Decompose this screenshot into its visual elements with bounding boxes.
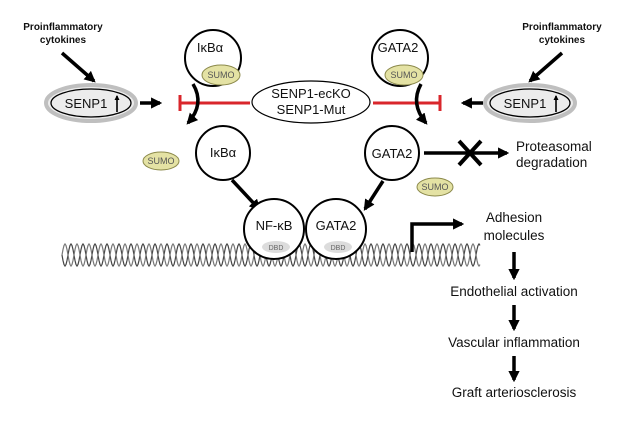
- cytokines-right-arrow: [528, 51, 564, 83]
- ikba-top-label: IκBα: [197, 40, 224, 55]
- desumoylation-arrow-left: [186, 83, 200, 125]
- senp1-mutant-oval: [251, 80, 371, 124]
- gata2-top-label: GATA2: [378, 40, 419, 55]
- sumo-tag: [384, 64, 424, 86]
- graft-arteriosclerosis-label: Graft arteriosclerosis: [452, 385, 577, 400]
- dbd-left-label: DBD: [269, 245, 284, 252]
- nfkb-label: NF-κB: [256, 218, 293, 233]
- transcription-start-arrow: [410, 218, 465, 252]
- cytokines-left-label: Proinflammatory: [23, 22, 103, 33]
- cytokines-left-label: cytokines: [40, 35, 87, 46]
- senp1-left-label: SENP1: [65, 96, 108, 111]
- sumo-gata2-label: SUMO: [391, 70, 418, 80]
- ikba-free-node: [195, 125, 251, 181]
- gata2-mid-label: GATA2: [372, 146, 413, 161]
- dbd-domain: [262, 241, 290, 253]
- degradation-label: degradation: [516, 155, 587, 170]
- molecules-label: molecules: [484, 228, 545, 243]
- gata2-dna-label: GATA2: [316, 218, 357, 233]
- sumo-free-left: [142, 151, 180, 171]
- adhesion-label: Adhesion: [486, 210, 542, 225]
- senp1-right-oval: SENP1: [483, 83, 577, 123]
- dbd-domain: [324, 241, 352, 253]
- sumo-free-left-label: SUMO: [148, 156, 175, 166]
- gata2-to-dna-arrow: [363, 180, 385, 211]
- cytokines-left-arrow: [60, 51, 96, 83]
- dna-strand: [61, 242, 481, 268]
- endothelial-activation-label: Endothelial activation: [450, 284, 578, 299]
- cytokines-right-label: Proinflammatory: [522, 22, 602, 33]
- senp1-right-label: SENP1: [504, 96, 547, 111]
- senp1-left-oval: SENP1: [44, 83, 138, 123]
- senp1-eco-label: SENP1-ecKO: [271, 86, 350, 101]
- nfkb-node: NF-κB DBD: [243, 198, 305, 260]
- gata2-dna-node: GATA2 DBD: [305, 198, 367, 260]
- desumoylation-arrow-right: [414, 83, 428, 125]
- sumo-tag: [201, 64, 241, 86]
- sumo-free-right: [416, 177, 454, 197]
- proteasomal-label: Proteasomal: [516, 139, 592, 154]
- gata2-sumo-complex: GATA2 SUMO: [371, 29, 429, 87]
- inhibition-left: [178, 95, 250, 111]
- block-x-icon: [457, 139, 483, 167]
- sumo-free-right-label: SUMO: [422, 182, 449, 192]
- dbd-right-label: DBD: [331, 245, 346, 252]
- sumo-ikba-label: SUMO: [208, 70, 235, 80]
- cytokines-right-label: cytokines: [539, 35, 586, 46]
- gata2-free-node: [364, 125, 420, 181]
- ikba-bottom-label: IκBα: [210, 145, 237, 160]
- senp1-mut-label: SENP1-Mut: [277, 102, 346, 117]
- ikba-sumo-complex: IκBα SUMO: [184, 29, 242, 87]
- ikba-to-nfkb-arrow: [230, 178, 261, 211]
- vascular-inflammation-label: Vascular inflammation: [448, 335, 580, 350]
- inhibition-right: [373, 95, 442, 111]
